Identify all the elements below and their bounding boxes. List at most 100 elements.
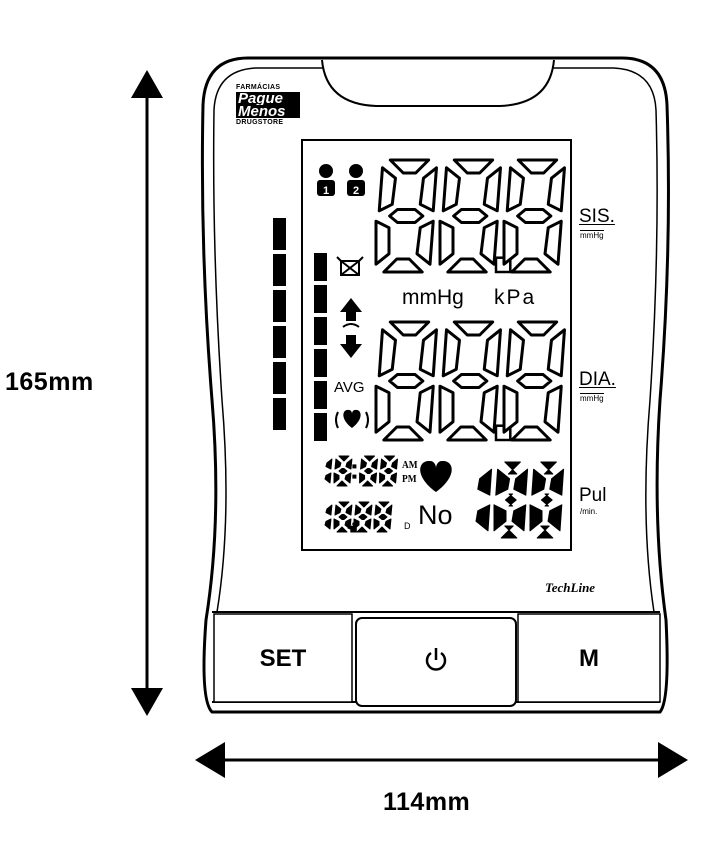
segment-e-digit-2 <box>353 518 360 530</box>
date-digits <box>324 501 393 533</box>
segment-a-digit-2 <box>358 501 370 508</box>
segment-a-digit-2 <box>516 158 559 175</box>
cuff-error-icon <box>336 256 364 276</box>
segment-g-digit-3 <box>384 468 394 474</box>
segment-d-digit-1 <box>500 525 518 539</box>
bar-segment-3 <box>273 290 286 322</box>
segment-b-digit-0 <box>418 328 438 378</box>
segment-c-digit-2 <box>543 219 563 266</box>
segment-c-digit-0 <box>415 384 435 434</box>
pressure-level-bar <box>273 218 286 430</box>
segment-c-digit-2 <box>543 384 563 434</box>
diastolic-digits <box>374 320 566 442</box>
segment-c-digit-1 <box>479 219 499 266</box>
segment-e-digit-0 <box>374 384 391 434</box>
segment-e-digit-2 <box>502 384 519 434</box>
segment-a-digit-2 <box>516 320 559 337</box>
segment-b-digit-2 <box>546 328 566 378</box>
segment-b-digit-1 <box>345 458 353 470</box>
segment-f-digit-2 <box>505 166 525 213</box>
day-marker: D <box>404 521 411 531</box>
brand-line-3: Menos <box>236 104 300 119</box>
segment-f-digit-2 <box>354 504 362 516</box>
bar-segment-4 <box>273 326 286 358</box>
segment-g-digit-1 <box>452 373 489 389</box>
systolic-label: SIS. <box>579 206 615 227</box>
segment-a-digit-0 <box>388 158 431 175</box>
segment-f-digit-1 <box>441 166 461 213</box>
segment-e-digit-1 <box>333 518 340 530</box>
segment-e-digit-1 <box>438 219 455 266</box>
segment-b-digit-1 <box>345 504 353 516</box>
segment-b-digit-2 <box>549 468 565 496</box>
segment-d-digit-3 <box>382 480 394 487</box>
segment-g-digit-1 <box>504 493 517 507</box>
bar-segment-1 <box>314 253 327 281</box>
segment-c-digit-3 <box>390 472 398 484</box>
segment-c-digit-1 <box>344 518 352 530</box>
bar-segment-5 <box>273 362 286 394</box>
inflate-arrow-icon <box>340 298 362 321</box>
segment-f-digit-0 <box>377 166 397 213</box>
systolic-digits <box>374 158 566 274</box>
segment-b-digit-2 <box>371 458 379 470</box>
segment-g-digit-0 <box>388 373 425 389</box>
pulse-heart-wave-icon <box>335 409 369 429</box>
segment-f-digit-1 <box>334 458 342 470</box>
unit-mmhg-label: mmHg <box>402 286 464 309</box>
segment-c-digit-0 <box>475 504 491 532</box>
segment-g-digit-1 <box>338 468 348 474</box>
bar-segment-4 <box>314 349 327 377</box>
segment-f-digit-3 <box>380 458 388 470</box>
user-1-number: 1 <box>323 185 329 197</box>
segment-e-digit-1 <box>438 384 455 434</box>
set-button-label: SET <box>259 645 307 672</box>
segment-d-digit-1 <box>336 526 348 533</box>
segment-f-digit-2 <box>505 328 525 378</box>
unit-kpa-label: kPa <box>494 286 537 309</box>
segment-e-digit-3 <box>373 518 380 530</box>
memory-button-shape[interactable] <box>517 613 661 703</box>
height-dimension-label: 165mm <box>5 368 94 396</box>
cuff-wave-icon <box>342 323 360 328</box>
segment-c-digit-1 <box>479 384 499 434</box>
segment-a-digit-1 <box>338 455 350 462</box>
segment-a-digit-1 <box>452 320 495 337</box>
pulse-digits <box>475 461 565 539</box>
segment-b-digit-3 <box>385 504 393 516</box>
segment-b-digit-0 <box>477 468 493 496</box>
segment-g-digit-2 <box>358 514 368 520</box>
segment-f-digit-1 <box>495 468 511 496</box>
segment-d-digit-0 <box>382 257 424 274</box>
power-icon <box>425 648 447 671</box>
segment-b-digit-3 <box>391 458 399 470</box>
segment-g-digit-1 <box>452 208 489 224</box>
power-button-shape[interactable] <box>355 617 517 707</box>
colon-dot-bottom <box>352 474 357 479</box>
segment-d-digit-1 <box>446 425 488 442</box>
segment-b-digit-0 <box>325 458 333 470</box>
width-dimension-label: 114mm <box>383 788 471 816</box>
segment-g-digit-2 <box>540 493 553 507</box>
segment-b-digit-2 <box>546 166 566 213</box>
segment-a-digit-2 <box>364 455 376 462</box>
brand-line-2: Pague <box>236 91 300 106</box>
segment-f-digit-2 <box>360 458 368 470</box>
memory-button-label: M <box>579 645 599 672</box>
bar-segment-1 <box>273 218 286 250</box>
pm-label: PM <box>402 473 417 485</box>
bar-segment-5 <box>314 381 327 409</box>
segment-d-digit-2 <box>510 257 552 274</box>
segment-c-digit-0 <box>324 518 332 530</box>
diastolic-label: DIA. <box>579 369 616 390</box>
set-button-shape[interactable] <box>213 613 353 703</box>
systolic-unit: mmHg <box>580 230 604 240</box>
segment-g-digit-2 <box>516 373 553 389</box>
bar-segment-3 <box>314 317 327 345</box>
segment-f-digit-1 <box>441 328 461 378</box>
segment-g-digit-2 <box>364 468 374 474</box>
user-2-icon <box>347 164 365 196</box>
segment-e-digit-2 <box>502 219 519 266</box>
deflate-arrow-icon <box>340 335 362 358</box>
segment-c-digit-2 <box>364 518 372 530</box>
